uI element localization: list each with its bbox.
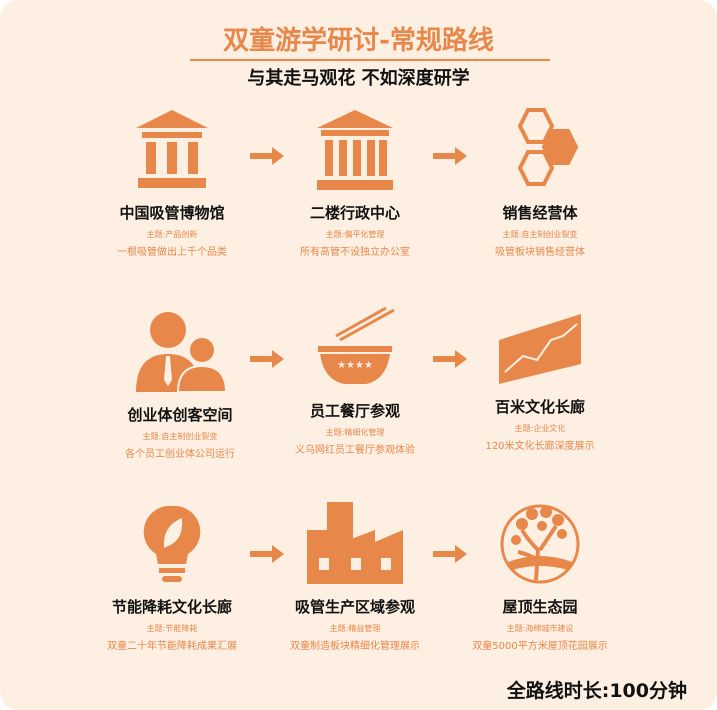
stop-desc: 吸管板块销售经营体 [495, 247, 585, 258]
arrow-right-icon [433, 350, 467, 368]
stop-culture-gallery: 百米文化长廊 主题:企业文化 120米文化长廊深度展示 [440, 310, 640, 452]
stop-desc: 所有高管不设独立办公室 [300, 247, 410, 258]
stop-desc: 双童制造板块精细化管理展示 [290, 641, 420, 652]
stop-desc: 双童二十年节能降耗成果汇展 [107, 641, 237, 652]
factory-icon [307, 502, 403, 584]
arrow-right-icon [433, 545, 467, 563]
stop-name: 吸管生产区域参观 [294, 598, 415, 616]
stop-desc: 义乌网红员工餐厅参观体验 [295, 445, 415, 456]
arrow-right-icon [250, 350, 284, 368]
museum-icon [136, 110, 208, 188]
stop-theme: 主题:自主制创业裂变 [142, 432, 218, 441]
stop-theme: 主题:产品创新 [146, 230, 198, 239]
stop-name: 创业体创客空间 [127, 406, 233, 424]
stop-theme: 主题:海绵城市建设 [506, 624, 574, 633]
stop-name: 屋顶生态园 [502, 598, 578, 616]
svg-text:★★★★: ★★★★ [337, 360, 373, 371]
stop-roof-garden: 屋顶生态园 主题:海绵城市建设 双童5000平方米屋顶花园展示 [440, 500, 640, 652]
title-underline [190, 59, 550, 61]
stop-sales: 销售经营体 主题:自主制创业裂变 吸管板块销售经营体 [440, 106, 640, 258]
stop-desc: 120米文化长廊深度展示 [485, 441, 595, 452]
stop-canteen: ★★★★ 员工餐厅参观 主题:精细化管理 义乌网红员工餐厅参观体验 [255, 306, 455, 456]
stop-theme: 主题:精益管理 [329, 624, 381, 633]
stop-admin: 二楼行政中心 主题:偏平化管理 所有高管不设独立办公室 [255, 108, 455, 258]
total-duration: 全路线时长:100分钟 [506, 680, 687, 702]
stop-desc: 各个员工创业体公司运行 [125, 449, 235, 460]
stop-name: 节能降耗文化长廊 [111, 598, 232, 616]
stop-theme: 主题:节能降耗 [146, 624, 198, 633]
bulb-leaf-icon [143, 505, 201, 582]
tree-icon [500, 504, 580, 584]
stop-theme: 主题:自主制创业裂变 [502, 230, 578, 239]
stop-desc: 双童5000平方米屋顶花园展示 [472, 641, 608, 652]
hexagon-icon [517, 108, 579, 186]
arrow-right-icon [433, 147, 467, 165]
stop-desc: 一根吸管做出上千个品类 [117, 247, 227, 258]
arrow-right-icon [250, 545, 284, 563]
stop-museum: 中国吸管博物馆 主题:产品创新 一根吸管做出上千个品类 [72, 108, 272, 258]
arrow-right-icon [250, 147, 284, 165]
chart-wall-icon [499, 314, 581, 384]
stop-name: 销售经营体 [502, 204, 578, 222]
page-title: 双童游学研讨-常规路线 [223, 26, 494, 56]
stop-maker-space: 创业体创客空间 主题:自主制创业裂变 各个员工创业体公司运行 [80, 310, 280, 460]
stop-name: 中国吸管博物馆 [119, 204, 225, 222]
people-icon [136, 312, 228, 393]
stop-name: 百米文化长廊 [494, 398, 585, 416]
stop-theme: 主题:企业文化 [514, 424, 566, 433]
bowl-icon: ★★★★ [318, 306, 395, 384]
stop-theme: 主题:精细化管理 [325, 428, 385, 437]
stop-name: 员工餐厅参观 [309, 402, 400, 420]
building-icon [317, 110, 393, 190]
stop-energy-gallery: 节能降耗文化长廊 主题:节能降耗 双童二十年节能降耗成果汇展 [72, 502, 272, 652]
stop-name: 二楼行政中心 [309, 204, 400, 222]
page-subtitle: 与其走马观花 不如深度研学 [247, 68, 470, 89]
stop-theme: 主题:偏平化管理 [325, 230, 385, 239]
stop-production: 吸管生产区域参观 主题:精益管理 双童制造板块精细化管理展示 [255, 498, 455, 652]
